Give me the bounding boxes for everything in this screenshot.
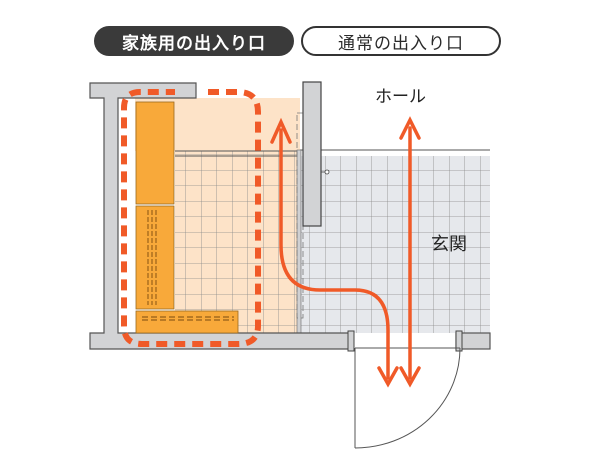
family-route-arrow (270, 117, 399, 388)
family-entrance-label: 家族用の出入り口 (94, 26, 294, 56)
genkan-floor (300, 156, 490, 333)
cabinet-middle (135, 205, 175, 310)
genkan-label: 玄関 (431, 234, 467, 255)
family-area-tiles (175, 151, 300, 333)
hall-label: ホール (375, 87, 426, 107)
normal-route-arrow (399, 116, 421, 388)
normal-entrance-label: 通常の出入り口 (301, 26, 501, 56)
bench (135, 310, 239, 334)
cabinet-top (135, 101, 175, 205)
family-route-dashed (121, 89, 261, 347)
shoe-cabinet-wall (302, 81, 322, 227)
entrance-door (354, 347, 461, 449)
